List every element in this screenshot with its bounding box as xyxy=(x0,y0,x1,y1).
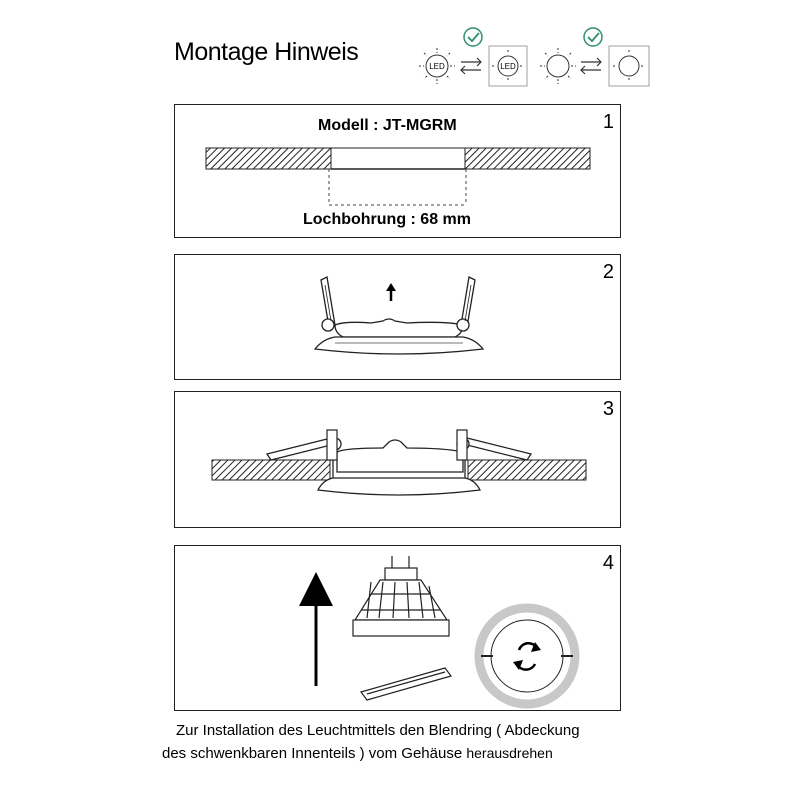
spring-clip-left xyxy=(320,276,336,332)
check-icon xyxy=(583,27,603,47)
step-number: 3 xyxy=(602,398,614,420)
led-label: LED xyxy=(500,62,516,71)
step-panel-4: 4 xyxy=(174,545,621,711)
bulb-box-icon xyxy=(608,45,650,87)
check-icon xyxy=(463,27,483,47)
step-panel-2: 2 xyxy=(174,254,621,380)
instruction-caption: Zur Installation des Leuchtmittels den B… xyxy=(162,720,632,765)
swap-arrows-icon xyxy=(460,57,482,75)
installed-fixture-diagram xyxy=(211,429,587,496)
mr16-bulb-icon xyxy=(352,556,450,637)
model-label: Modell : JT-MGRM xyxy=(318,117,457,134)
step-panel-3: 3 xyxy=(174,391,621,528)
cover-ring-top-icon xyxy=(474,603,580,709)
step-panel-1: Modell : JT-MGRM Lochbohrung : 68 mm 1 xyxy=(174,104,621,238)
up-arrow-icon xyxy=(299,572,333,686)
cover-ring-side-icon xyxy=(359,667,453,701)
hole-size-label: Lochbohrung : 68 mm xyxy=(303,211,471,228)
swap-arrows-icon xyxy=(580,57,602,75)
spring-clip-left xyxy=(265,429,342,461)
led-bulb-icon: LED xyxy=(419,48,455,84)
caption-line-2a: des schwenkbaren Innenteils ) vom Gehäus… xyxy=(162,745,463,762)
led-label: LED xyxy=(429,62,445,71)
ceiling-cutout-diagram xyxy=(205,147,591,206)
bulb-icon xyxy=(540,48,576,84)
spring-clips-diagram xyxy=(313,276,485,355)
rotate-icon xyxy=(513,641,541,671)
step-number: 1 xyxy=(602,111,614,133)
page-title: Montage Hinweis xyxy=(174,38,359,66)
up-arrow-icon xyxy=(386,283,396,301)
spring-clip-right xyxy=(456,429,533,461)
compatibility-icons: LED LED xyxy=(419,27,650,87)
step-number: 4 xyxy=(602,552,614,574)
caption-line-2b: herausdrehen xyxy=(466,745,553,761)
bulb-removal-diagram xyxy=(299,556,580,709)
led-bulb-box-icon: LED xyxy=(488,45,528,87)
caption-line-1: Zur Installation des Leuchtmittels den B… xyxy=(176,722,580,739)
step-number: 2 xyxy=(602,261,614,283)
spring-clip-right xyxy=(456,276,476,332)
